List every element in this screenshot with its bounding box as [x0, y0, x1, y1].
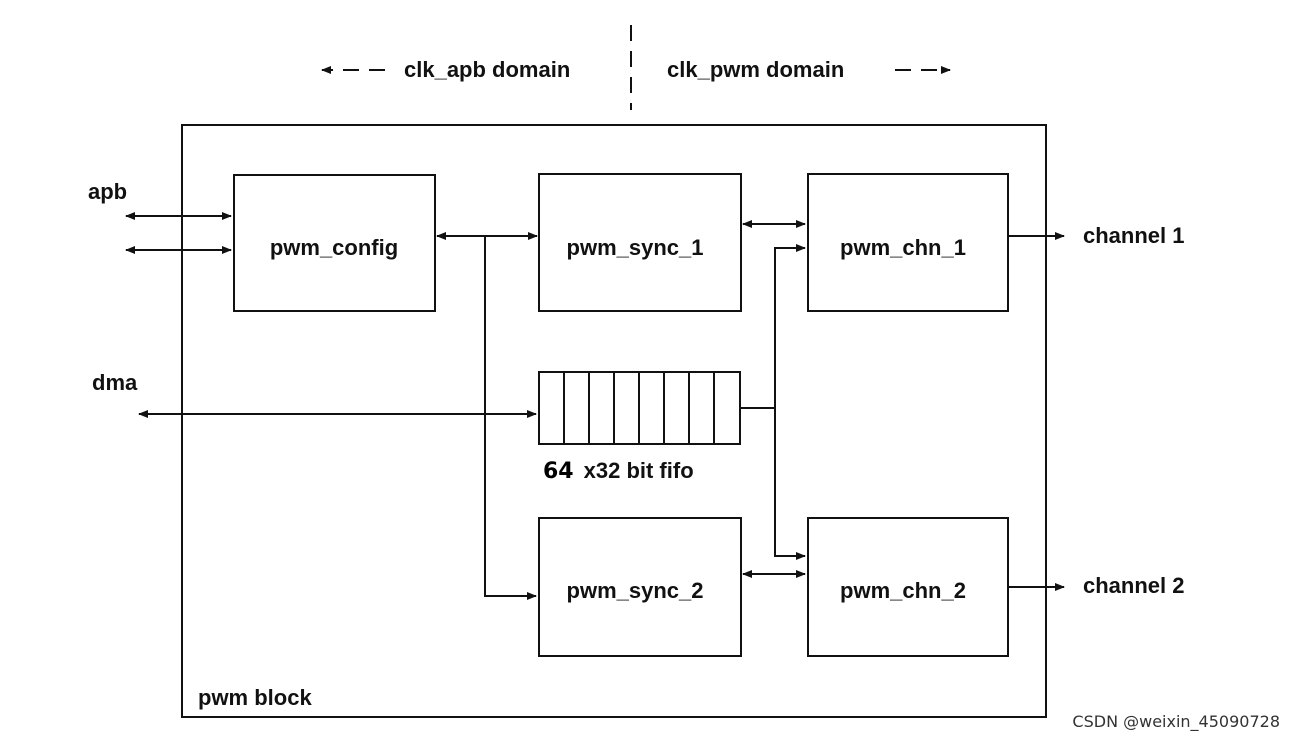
config-to-sync-2-wire [484, 236, 537, 600]
fifo-label: x32 bit fifo [584, 458, 694, 483]
channel-2-label: channel 2 [1083, 573, 1184, 598]
pwm-sync-1-label: pwm_sync_1 [567, 235, 704, 260]
clk-apb-domain-label: clk_apb domain [404, 57, 570, 82]
fifo-caption: 64 x32 bit fifo [543, 458, 694, 484]
clk-pwm-domain-label: clk_pwm domain [667, 57, 844, 82]
pwm-sync-2-label: pwm_sync_2 [567, 578, 704, 603]
pwm-chn-2-label: pwm_chn_2 [840, 578, 966, 603]
channel-1-label: channel 1 [1083, 223, 1184, 248]
apb-port-label: apb [88, 179, 127, 204]
fifo-depth: 64 [543, 459, 574, 484]
pwm-chn-2-box [807, 517, 1009, 657]
fifo-to-chn-1-wire [774, 244, 806, 408]
pwm-chn-1-label: pwm_chn_1 [840, 235, 966, 260]
pwm-sync-1-box [538, 173, 742, 312]
watermark: CSDN @weixin_45090728 [1072, 712, 1280, 732]
pwm-config-box [233, 174, 436, 312]
pwm-sync-2-box [538, 517, 742, 657]
pwm-chn-1-box [807, 173, 1009, 312]
fifo-block [538, 371, 741, 445]
fifo-to-chn-2-wire [774, 408, 806, 560]
dma-port-label: dma [92, 370, 138, 395]
pwm-block-label: pwm block [198, 685, 312, 710]
pwm-config-label: pwm_config [270, 235, 398, 260]
